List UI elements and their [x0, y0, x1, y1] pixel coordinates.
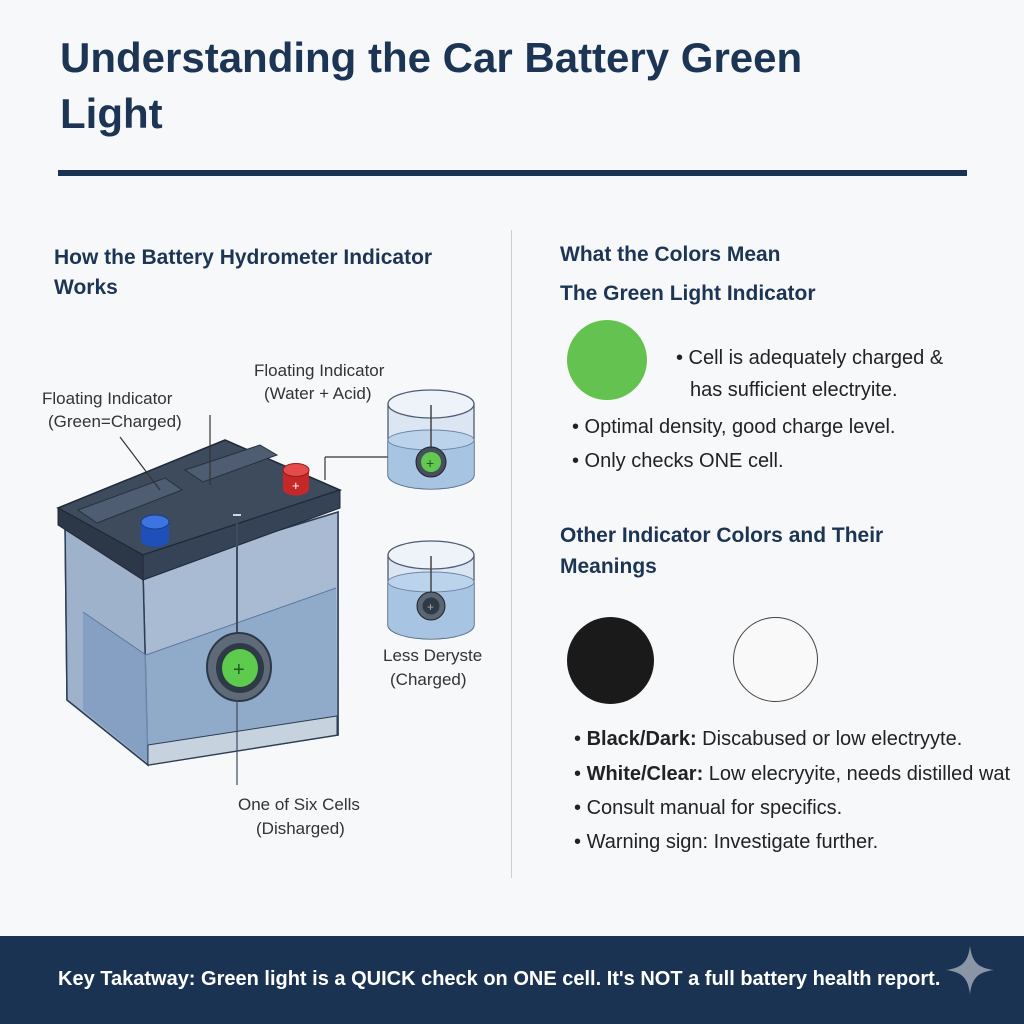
label-floating-green-1: Floating Indicator: [42, 389, 173, 408]
battery-diagram: + + + +: [42, 361, 482, 838]
label-floating-water-1: Floating Indicator: [254, 361, 385, 380]
svg-text:+: +: [233, 659, 245, 681]
other-bullet-white: • White/Clear: Low elecryyite, needs dis…: [574, 763, 1011, 785]
green-bullet-3: • Only checks ONE cell.: [572, 450, 784, 472]
footer-banner: Key Takatway: Green light is a QUICK che…: [0, 936, 1024, 1024]
battery-illustration: + +: [56, 439, 343, 785]
other-bullet-warning: • Warning sign: Investigate further.: [574, 831, 879, 853]
column-divider: [511, 230, 512, 878]
label-less-dense-2: (Charged): [390, 670, 467, 689]
other-bullet-consult: • Consult manual for specifics.: [574, 797, 843, 819]
hydrometer-cylinder-top: +: [387, 389, 475, 490]
label-floating-water-2: (Water + Acid): [264, 384, 372, 403]
positive-terminal-icon: +: [282, 463, 310, 496]
title-rule: [58, 170, 967, 176]
page-title: Understanding the Car Battery Green Ligh…: [60, 34, 803, 137]
black-indicator-swatch: [567, 617, 654, 704]
green-indicator-swatch: [567, 320, 647, 400]
svg-text:+: +: [292, 478, 300, 493]
sparkle-icon: [946, 946, 994, 994]
green-indicator-icon: +: [206, 632, 272, 702]
hydrometer-cylinder-bottom: +: [387, 540, 475, 640]
label-floating-green-2: (Green=Charged): [48, 412, 182, 431]
negative-terminal-icon: [140, 514, 170, 547]
white-indicator-swatch: [733, 617, 818, 702]
colors-heading: What the Colors Mean: [560, 243, 781, 266]
footer-takeaway: Key Takatway: Green light is a QUICK che…: [58, 968, 941, 990]
other-bullet-black: • Black/Dark: Discabused or low electryy…: [574, 728, 963, 750]
green-bullet-2: • Optimal density, good charge level.: [572, 416, 896, 438]
label-less-dense-1: Less Deryste: [383, 646, 482, 665]
green-light-heading: The Green Light Indicator: [560, 282, 816, 305]
label-cell-2: (Disharged): [256, 819, 345, 838]
svg-text:+: +: [427, 600, 434, 614]
green-bullet-1: • Cell is adequately charged & has suffi…: [676, 347, 944, 401]
svg-text:+: +: [426, 455, 434, 471]
other-colors-heading: Other Indicator Colors and Their Meaning…: [560, 524, 884, 578]
label-cell-1: One of Six Cells: [238, 795, 360, 814]
left-heading: How the Battery Hydrometer Indicator Wor…: [54, 246, 433, 299]
